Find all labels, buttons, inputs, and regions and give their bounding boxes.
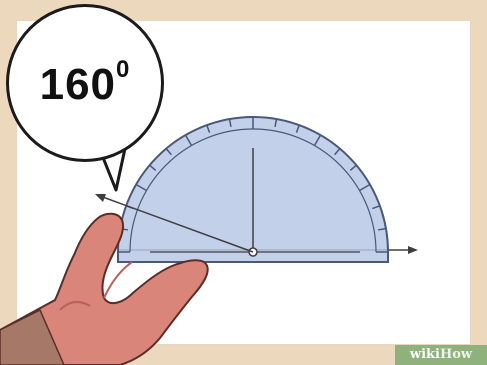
angle-value: 160 xyxy=(39,60,117,109)
degree-mark: 0 xyxy=(116,56,131,83)
protractor-icon xyxy=(117,116,389,263)
protractor-tick xyxy=(349,164,357,171)
angle-callout-text: 1600 xyxy=(6,56,164,110)
watermark-suffix: How xyxy=(439,347,473,362)
angle-callout-bubble xyxy=(6,4,164,162)
protractor-tick xyxy=(334,148,341,156)
protractor-tick xyxy=(135,183,147,192)
protractor-tick xyxy=(149,164,157,171)
protractor-tick xyxy=(377,227,387,231)
angle-ray-arrow xyxy=(95,194,254,253)
protractor-tick xyxy=(313,134,322,146)
protractor-tick xyxy=(184,134,193,146)
protractor-tick xyxy=(274,118,278,128)
protractor-tick xyxy=(165,148,172,156)
wikihow-watermark: wikiHow xyxy=(395,345,487,365)
protractor-tick xyxy=(372,205,381,210)
protractor-tick xyxy=(206,124,211,133)
watermark-brand: wiki xyxy=(409,347,440,362)
protractor-tick xyxy=(295,124,300,133)
sleeve xyxy=(0,308,65,365)
protractor-tick xyxy=(359,183,371,192)
hand-holding-protractor xyxy=(0,212,209,365)
protractor-tick xyxy=(228,118,232,128)
